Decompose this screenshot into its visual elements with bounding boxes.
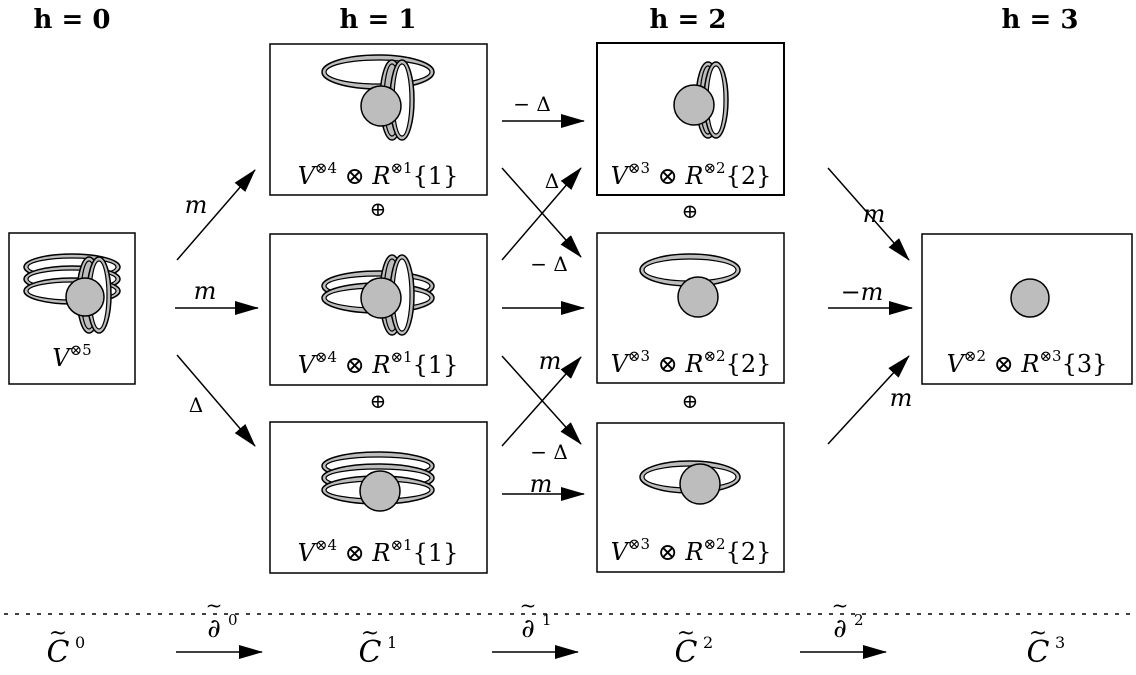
edge-label-e1e: − Δ [530,440,568,464]
svg-text:C: C [47,635,70,670]
svg-text:∂: ∂ [833,614,846,644]
arrow-h1bottom-to-h2middle [501,356,582,447]
complex-c3: C ~ 3 [1027,621,1066,670]
edge-label-e2b: −m [841,278,884,306]
svg-text:V⊗4 ⊗ R⊗1{1}: V⊗4 ⊗ R⊗1{1} [298,348,459,379]
arrows-h2-h3 [827,167,913,445]
svg-text:1: 1 [387,633,397,652]
disk-icon [679,463,721,505]
chain-complex-row: C ~ 0 C ~ 1 C ~ 2 C ~ 3 ∂ ~ 0 ∂ ~ [47,593,1066,670]
svg-text:~: ~ [361,621,379,646]
svg-text:~: ~ [832,593,849,617]
edge-label-e1b: Δ [545,169,559,193]
edge-label-e2a: m [863,200,886,228]
disk-icon [360,277,402,319]
svg-text:~: ~ [677,621,695,646]
arrow-h1top-to-h2middle [501,167,582,258]
arrow-h2top-to-h3 [827,167,910,261]
oplus-h2-lower: ⊕ [682,389,699,413]
svg-text:1: 1 [542,611,552,629]
arrow-h0-to-h1-bottom [176,354,256,447]
disk-icon [677,276,719,318]
svg-text:2: 2 [703,633,713,652]
box-h2-bottom: V⊗3 ⊗ R⊗2{2} [596,422,785,573]
disk-icon [1010,278,1050,318]
svg-text:V⊗5: V⊗5 [52,341,91,372]
complex-c2: C ~ 2 [675,621,714,670]
differential-d2: ∂ ~ 2 [800,593,887,659]
box-h2-top: V⊗3 ⊗ R⊗2{2} [596,42,785,196]
oplus-h1-upper: ⊕ [370,197,387,221]
box-h2-middle: V⊗3 ⊗ R⊗2{2} [596,232,785,384]
svg-text:V⊗2 ⊗ R⊗3{3}: V⊗2 ⊗ R⊗3{3} [947,347,1108,378]
disk-icon [360,85,402,127]
disk-icon [673,84,715,126]
svg-text:V⊗4 ⊗ R⊗1{1}: V⊗4 ⊗ R⊗1{1} [298,159,459,190]
svg-text:∂: ∂ [521,614,534,644]
box-h3: V⊗2 ⊗ R⊗3{3} [921,233,1133,385]
arrow-h1middle-to-h2bottom [501,355,582,445]
arrow-h1middle-to-h2top [501,167,582,261]
svg-text:0: 0 [228,611,238,629]
svg-text:0: 0 [75,633,85,652]
svg-text:V⊗3 ⊗ R⊗2{2}: V⊗3 ⊗ R⊗2{2} [611,159,772,190]
box-h0: V⊗5 [8,232,136,385]
oplus-h1-lower: ⊕ [370,389,387,413]
svg-text:V⊗3 ⊗ R⊗2{2}: V⊗3 ⊗ R⊗2{2} [611,535,772,566]
arrows-h1-h2 [501,114,585,501]
svg-text:C: C [675,635,698,670]
svg-text:V⊗3 ⊗ R⊗2{2}: V⊗3 ⊗ R⊗2{2} [611,347,772,378]
arrow-h2bottom-to-h3 [827,355,910,445]
svg-text:C: C [1027,635,1050,670]
svg-text:3: 3 [1055,633,1065,652]
svg-text:~: ~ [206,593,223,617]
header-h2: h = 2 [650,5,727,35]
svg-text:C: C [359,635,382,670]
complex-c1: C ~ 1 [359,621,398,670]
edge-label-e1f: m [530,470,553,498]
edge-label-e0a: m [185,191,208,219]
edge-label-e0b: m [194,277,217,305]
arrows-h0-h1 [175,169,259,447]
arrow-h0-to-h1-top [176,169,256,261]
disk-icon [359,470,401,512]
svg-text:~: ~ [1029,621,1047,646]
box-h1-top: V⊗4 ⊗ R⊗1{1} [269,43,488,196]
box-h1-middle: V⊗4 ⊗ R⊗1{1} [269,233,488,386]
disk-icon [65,277,105,317]
edge-label-e2c: m [890,384,913,412]
svg-text:V⊗4 ⊗ R⊗1{1}: V⊗4 ⊗ R⊗1{1} [298,536,459,567]
header-h0: h = 0 [34,5,111,35]
edge-label-e1a: − Δ [513,92,551,116]
svg-text:2: 2 [854,611,864,629]
edge-label-e1c: − Δ [530,252,568,276]
differential-d0: ∂ ~ 0 [176,593,263,659]
box-h1-bottom: V⊗4 ⊗ R⊗1{1} [269,421,488,574]
oplus-h2-upper: ⊕ [682,199,699,223]
header-h1: h = 1 [340,5,417,35]
svg-text:~: ~ [520,593,537,617]
header-h3: h = 3 [1002,5,1079,35]
differential-d1: ∂ ~ 1 [492,593,579,659]
edge-label-e1d: m [539,347,562,375]
svg-text:~: ~ [49,621,67,646]
svg-text:∂: ∂ [207,614,220,644]
complex-c0: C ~ 0 [47,621,86,670]
edge-label-e0c: Δ [189,393,203,417]
